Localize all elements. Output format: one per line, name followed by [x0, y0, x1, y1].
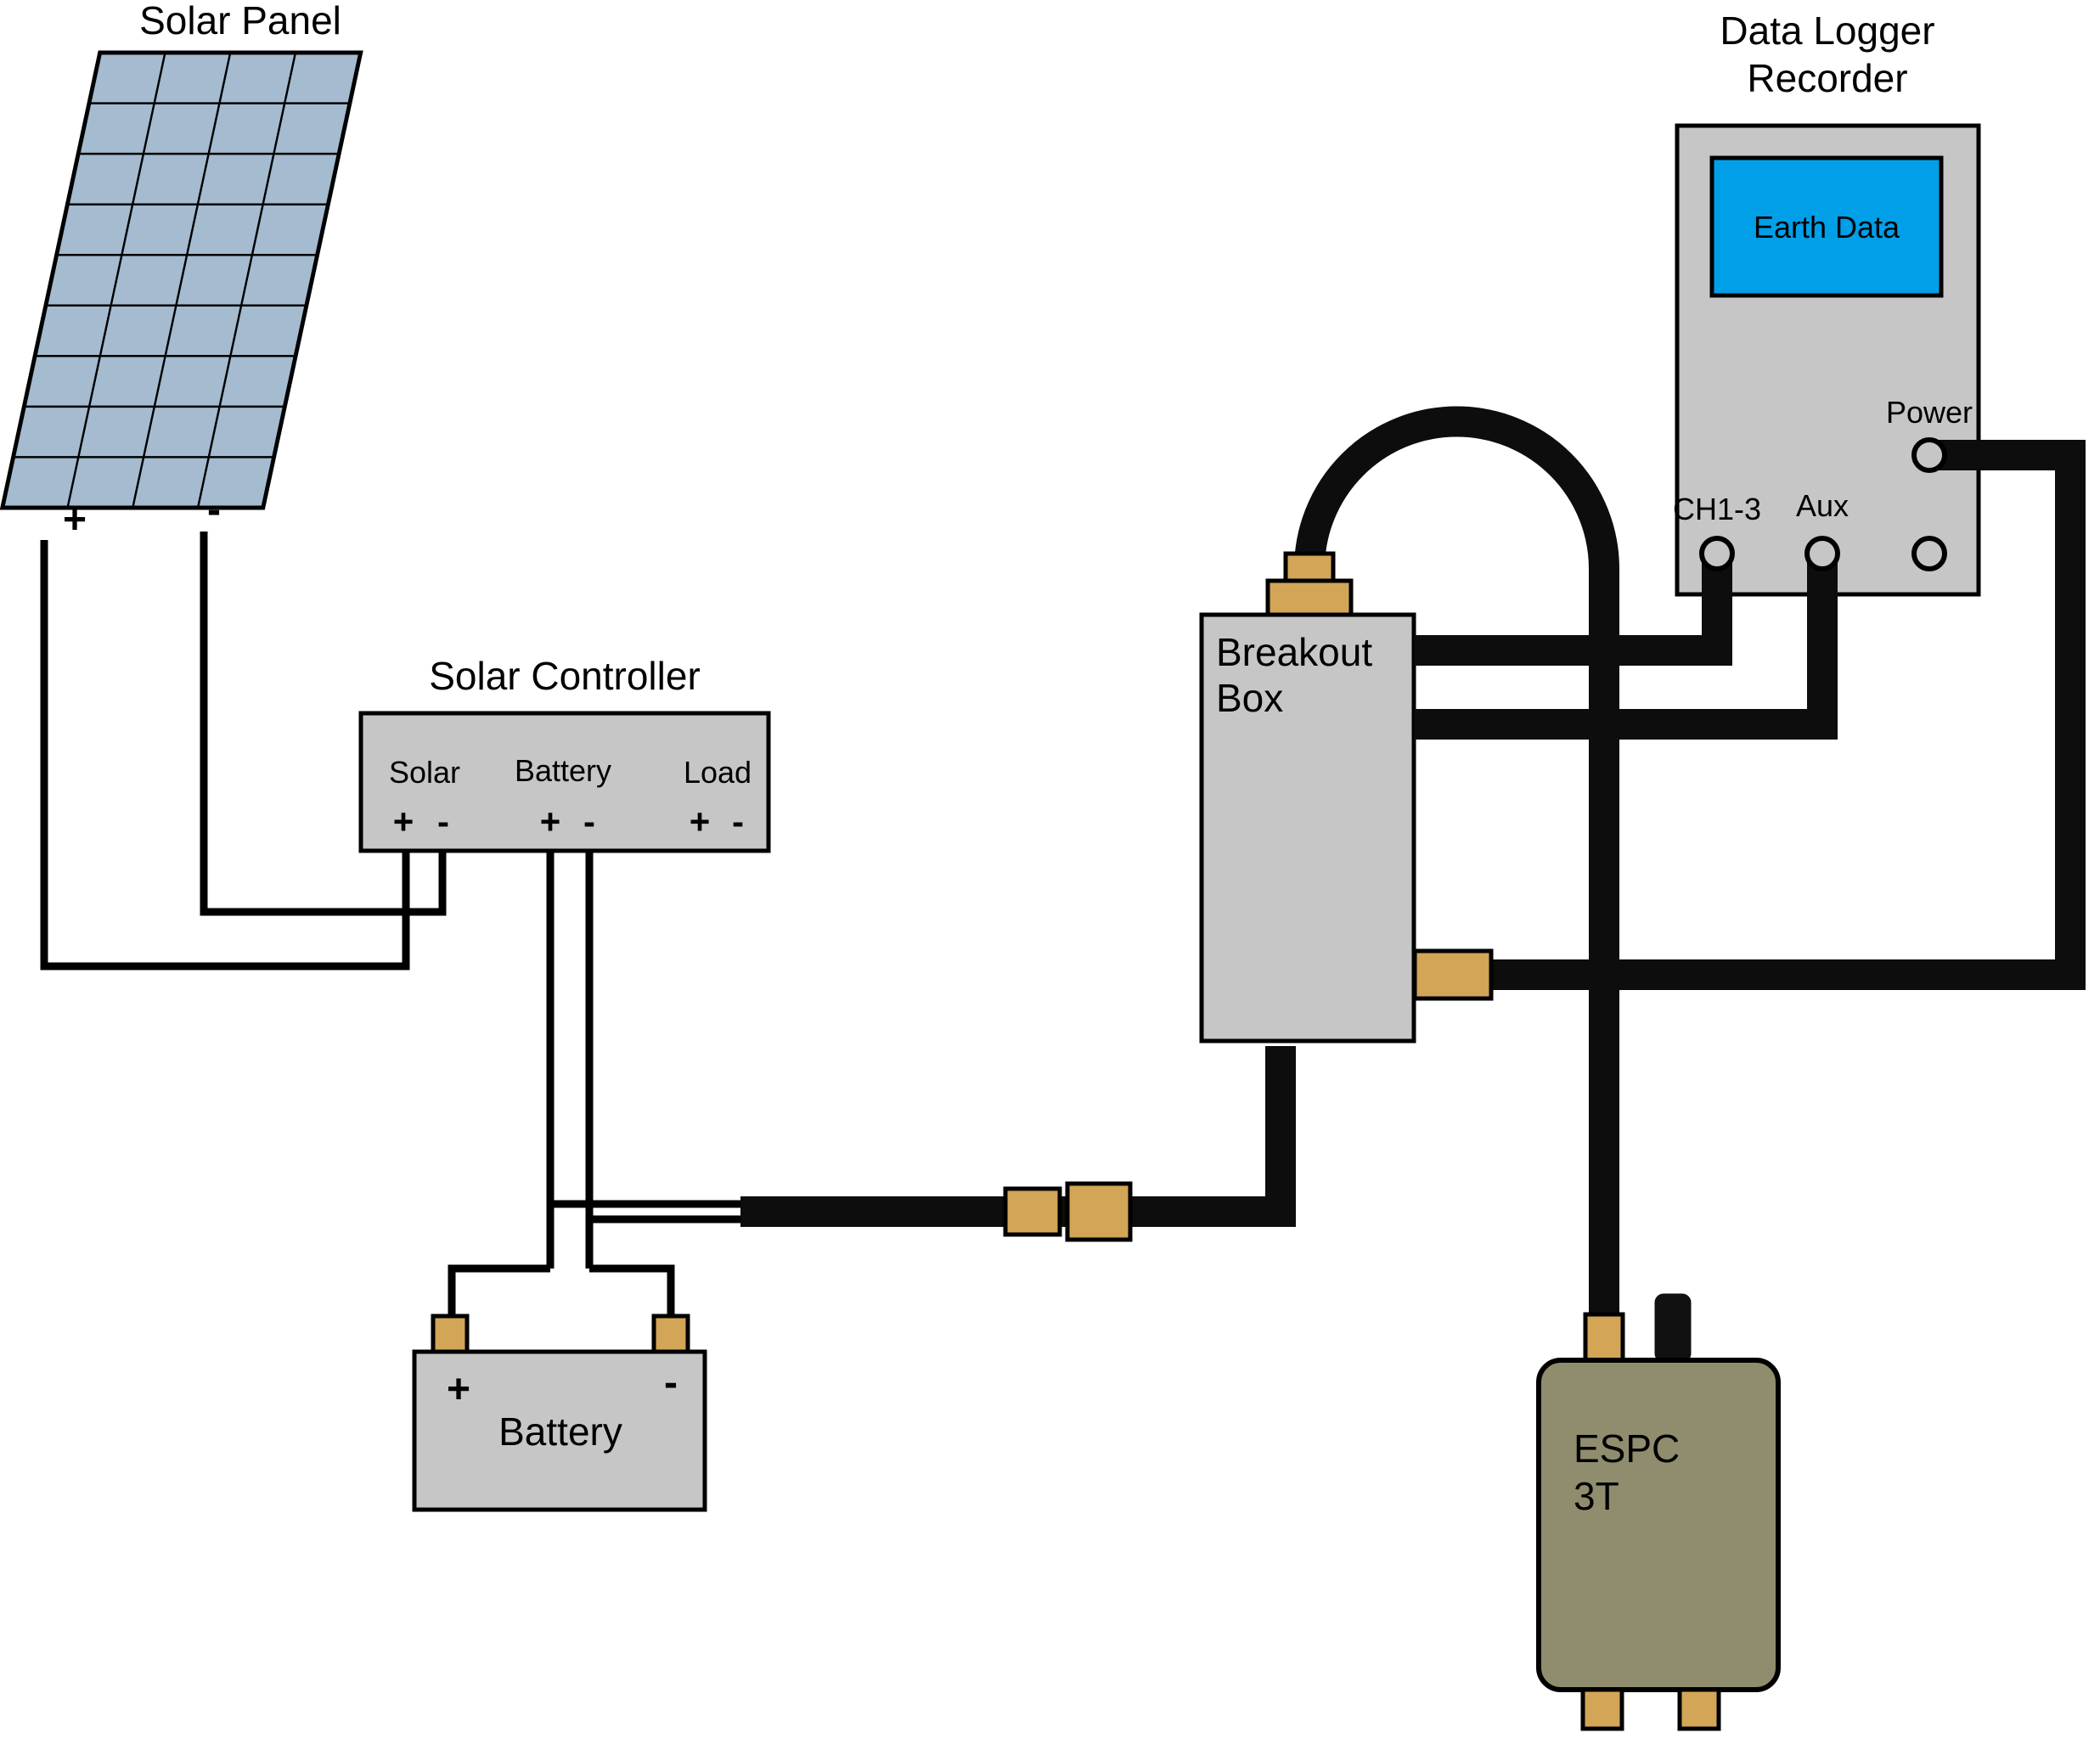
battery: + - Battery — [412, 1314, 707, 1512]
ch1-3-port — [1699, 536, 1735, 571]
data-logger-title-line2: Recorder — [1747, 56, 1907, 100]
battery-positive-sign: + — [447, 1367, 470, 1412]
data-logger: Data Logger Recorder Earth Data Power CH… — [1673, 8, 1981, 597]
controller-section-load-label: Load — [684, 755, 752, 790]
spare-port — [1911, 536, 1947, 571]
breakout-box-label-line2: Box — [1216, 676, 1283, 720]
data-logger-screen-text: Earth Data — [1754, 210, 1900, 245]
aux-label: Aux — [1796, 488, 1849, 523]
breakout-box-body — [1199, 612, 1416, 1044]
solar-panel-grid — [13, 53, 351, 508]
wire-panel-positive — [40, 540, 410, 970]
wire-branch-battery-positive — [448, 1264, 550, 1319]
espc-top-connector — [1583, 1312, 1625, 1366]
solar-panel-graphic — [0, 50, 363, 510]
aux-cable — [1414, 554, 1838, 740]
breakout-box: Breakout Box — [1199, 612, 1416, 1044]
controller-solar-positive-sign: + — [393, 802, 414, 841]
thin-wires — [40, 532, 747, 1319]
solar-panel-title: Solar Panel — [139, 0, 341, 42]
breakout-top-connector-lower — [1265, 578, 1354, 617]
aux-port — [1804, 536, 1840, 571]
espc-label-line2: 3T — [1574, 1474, 1619, 1518]
battery-positive-terminal — [431, 1314, 470, 1356]
controller-battery-positive-sign: + — [540, 802, 561, 841]
power-port — [1911, 437, 1947, 473]
espc-3t: ESPC 3T — [1536, 1293, 1781, 1731]
solar-panel: Solar Panel + - — [0, 0, 363, 543]
wire-branch-battery-negative — [589, 1264, 675, 1319]
solar-controller: Solar Controller Solar Battery Load + - … — [358, 654, 771, 853]
battery-negative-sign: - — [664, 1360, 678, 1405]
solar-controller-title: Solar Controller — [429, 654, 701, 698]
power-label: Power — [1886, 395, 1973, 430]
solar-panel-positive-sign: + — [63, 498, 87, 543]
breakout-box-label-line1: Breakout — [1216, 630, 1372, 674]
data-logger-screen — [1709, 155, 1944, 298]
controller-section-battery-label: Battery — [515, 753, 611, 788]
espc-cap — [1654, 1293, 1692, 1363]
breakout-connectors — [1265, 551, 1494, 1001]
battery-label: Battery — [498, 1409, 622, 1454]
espc-bottom-connector-2 — [1677, 1687, 1721, 1731]
ch1-3-label: CH1-3 — [1673, 492, 1761, 526]
battery-negative-terminal — [651, 1314, 690, 1356]
breakout-top-connector-upper — [1283, 551, 1336, 585]
battery-sensor-cable — [740, 1046, 1296, 1227]
data-logger-ports — [1699, 437, 1947, 571]
battery-body — [412, 1349, 707, 1512]
controller-load-positive-sign: + — [690, 802, 711, 841]
controller-solar-negative-sign: - — [437, 802, 449, 841]
power-cable — [1489, 440, 2086, 990]
controller-battery-negative-sign: - — [583, 802, 595, 841]
ch1-3-cable — [1414, 554, 1732, 666]
solar-panel-negative-sign: - — [207, 487, 221, 532]
data-logger-title-line1: Data Logger — [1720, 8, 1934, 53]
espc-bottom-connector-1 — [1580, 1687, 1624, 1731]
inline-connector-2 — [1065, 1181, 1133, 1242]
controller-load-negative-sign: - — [732, 802, 744, 841]
controller-section-solar-label: Solar — [389, 755, 460, 790]
wire-panel-negative — [200, 532, 447, 916]
espc-body — [1536, 1358, 1781, 1692]
inline-connector-1 — [1003, 1186, 1062, 1237]
thick-cables — [1294, 406, 2086, 1326]
breakout-to-espc-cable — [1294, 406, 1619, 1326]
solar-controller-body — [358, 711, 771, 853]
espc-label-line1: ESPC — [1574, 1426, 1680, 1471]
breakout-right-connector — [1412, 948, 1494, 1001]
